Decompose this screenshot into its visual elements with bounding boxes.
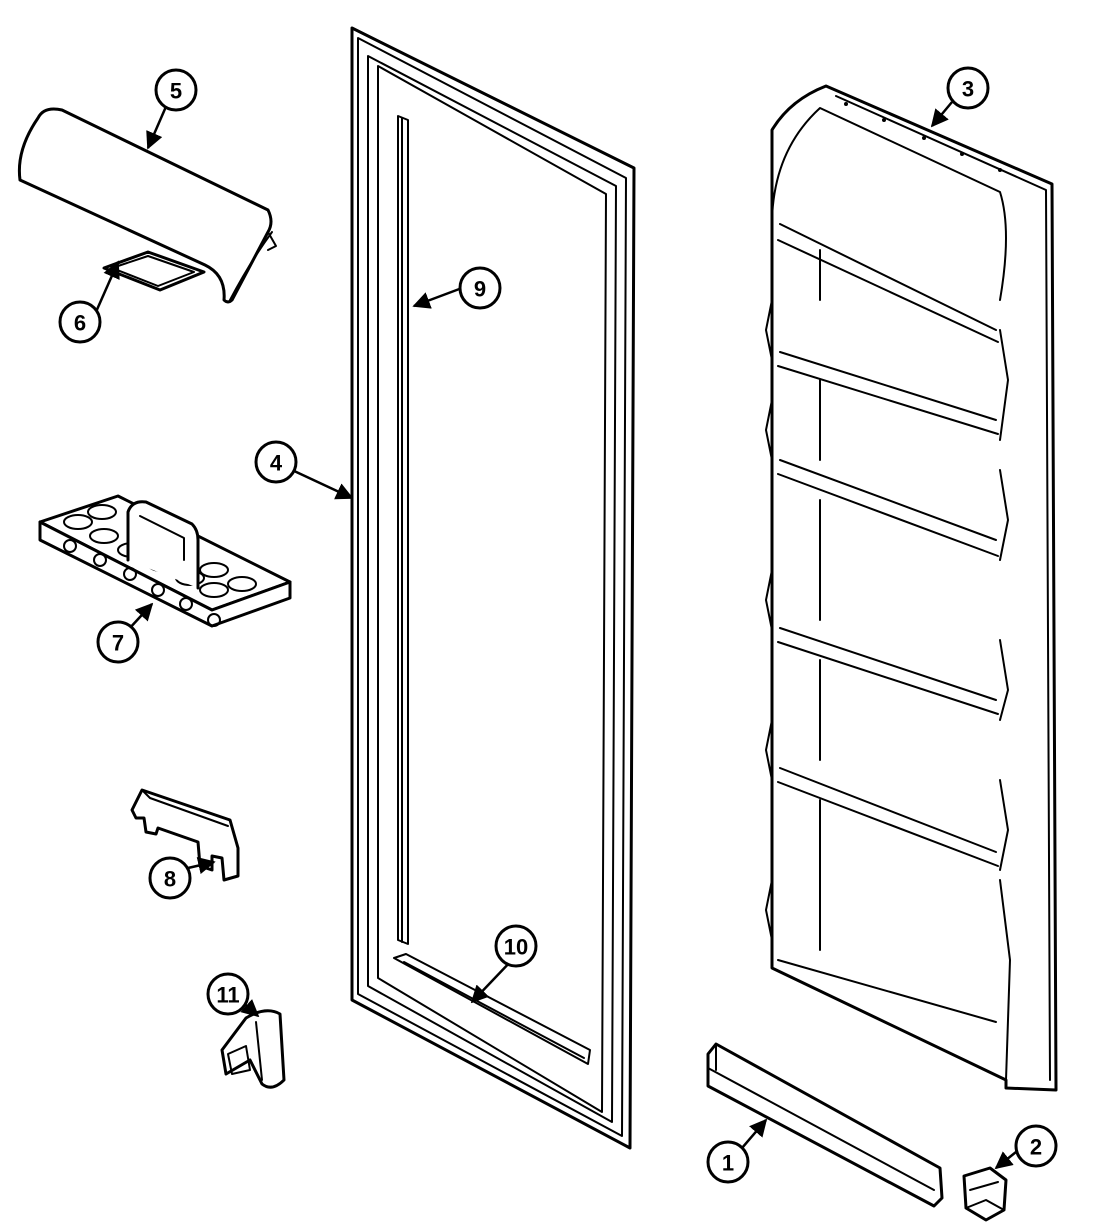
callout-8-label: 8 — [164, 867, 176, 892]
part-7-egg-tray — [38, 494, 292, 628]
part-9-gasket-strip — [397, 115, 409, 945]
callout-2-label: 2 — [1030, 1135, 1042, 1160]
callout-6: 6 — [58, 300, 102, 344]
callout-11-label: 11 — [216, 983, 239, 1008]
callout-4-label: 4 — [270, 451, 283, 476]
part-11-clip — [220, 1009, 286, 1089]
leader-8 — [187, 857, 216, 875]
callout-9: 9 — [458, 266, 502, 310]
callout-4: 4 — [254, 440, 298, 484]
leader-1 — [741, 1118, 768, 1149]
leader-4 — [291, 468, 354, 500]
leader-2 — [994, 1151, 1017, 1170]
callout-6-label: 6 — [74, 311, 86, 336]
callout-10-label: 10 — [504, 935, 528, 960]
part-3-door-liner — [765, 84, 1058, 1092]
part-6-dairy-pad — [102, 250, 206, 292]
part-2-hinge-clip — [962, 1166, 1008, 1222]
part-10-lower-strip — [393, 953, 591, 1065]
callout-1-label: 1 — [722, 1151, 734, 1176]
callout-5: 5 — [154, 68, 198, 112]
part-1-bottom-rail — [706, 1042, 944, 1208]
leader-10 — [470, 959, 513, 1004]
callout-3: 3 — [946, 66, 990, 110]
leader-7 — [127, 602, 154, 631]
part-5-dairy-door — [17, 107, 277, 304]
leader-3 — [930, 101, 953, 128]
callout-5-label: 5 — [170, 79, 182, 104]
leader-9 — [412, 286, 463, 309]
callout-9-label: 9 — [474, 277, 486, 302]
callout-3-label: 3 — [962, 77, 974, 102]
callout-1: 1 — [706, 1140, 750, 1184]
callout-7: 7 — [96, 620, 140, 664]
callout-10: 10 — [494, 924, 538, 968]
callout-2: 2 — [1014, 1124, 1058, 1168]
callout-7-label: 7 — [112, 631, 124, 656]
leader-5 — [146, 101, 170, 150]
callout-8: 8 — [148, 856, 192, 900]
callout-11: 11 — [206, 972, 250, 1016]
